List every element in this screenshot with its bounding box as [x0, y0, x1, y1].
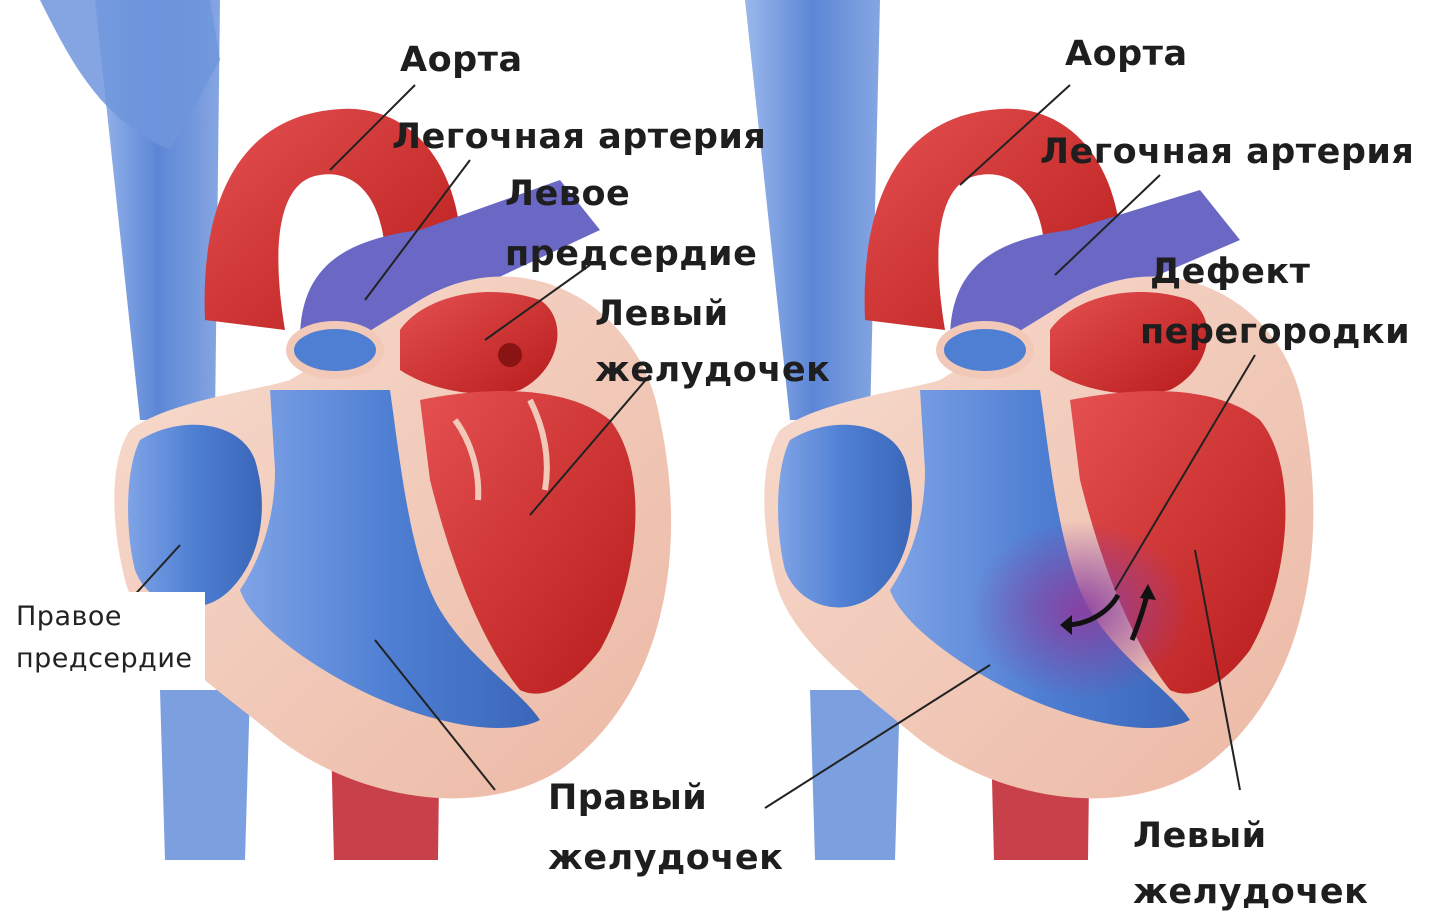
- inferior-vena-cava: [160, 690, 250, 860]
- label-left-atrium-line1: Левое: [505, 170, 757, 218]
- label-septal-defect: Дефект перегородки: [1150, 248, 1410, 356]
- mixed-blood: [970, 520, 1190, 700]
- label-septal-defect-line2: перегородки: [1140, 308, 1410, 356]
- label-right-atrium-line2: предсердие: [16, 638, 193, 680]
- label-pulmonary-artery-left: Легочная артерия: [392, 113, 766, 161]
- label-aorta-right: Аорта: [1065, 30, 1188, 78]
- inferior-vena-cava: [810, 690, 900, 860]
- label-left-ventricle-right: Левый желудочек: [1133, 812, 1368, 916]
- label-right-atrium: Правое предсердие: [4, 592, 205, 688]
- label-left-atrium-line2: предсердие: [505, 230, 757, 278]
- label-left-atrium: Левое предсердие: [505, 170, 757, 278]
- label-pulmonary-artery-right: Легочная артерия: [1040, 128, 1414, 176]
- label-aorta-left: Аорта: [400, 36, 523, 84]
- label-right-ventricle: Правый желудочек: [548, 774, 783, 882]
- label-right-atrium-line1: Правое: [16, 596, 193, 638]
- label-left-ventricle-right-line2: желудочек: [1133, 868, 1368, 916]
- label-left-ventricle-left-line1: Левый: [595, 290, 830, 338]
- label-right-ventricle-line1: Правый: [548, 774, 783, 822]
- label-left-ventricle-left: Левый желудочек: [595, 290, 830, 394]
- label-right-ventricle-line2: желудочек: [548, 834, 783, 882]
- label-septal-defect-line1: Дефект: [1150, 248, 1410, 296]
- label-left-ventricle-right-line1: Левый: [1133, 812, 1368, 860]
- label-left-ventricle-left-line2: желудочек: [595, 346, 830, 394]
